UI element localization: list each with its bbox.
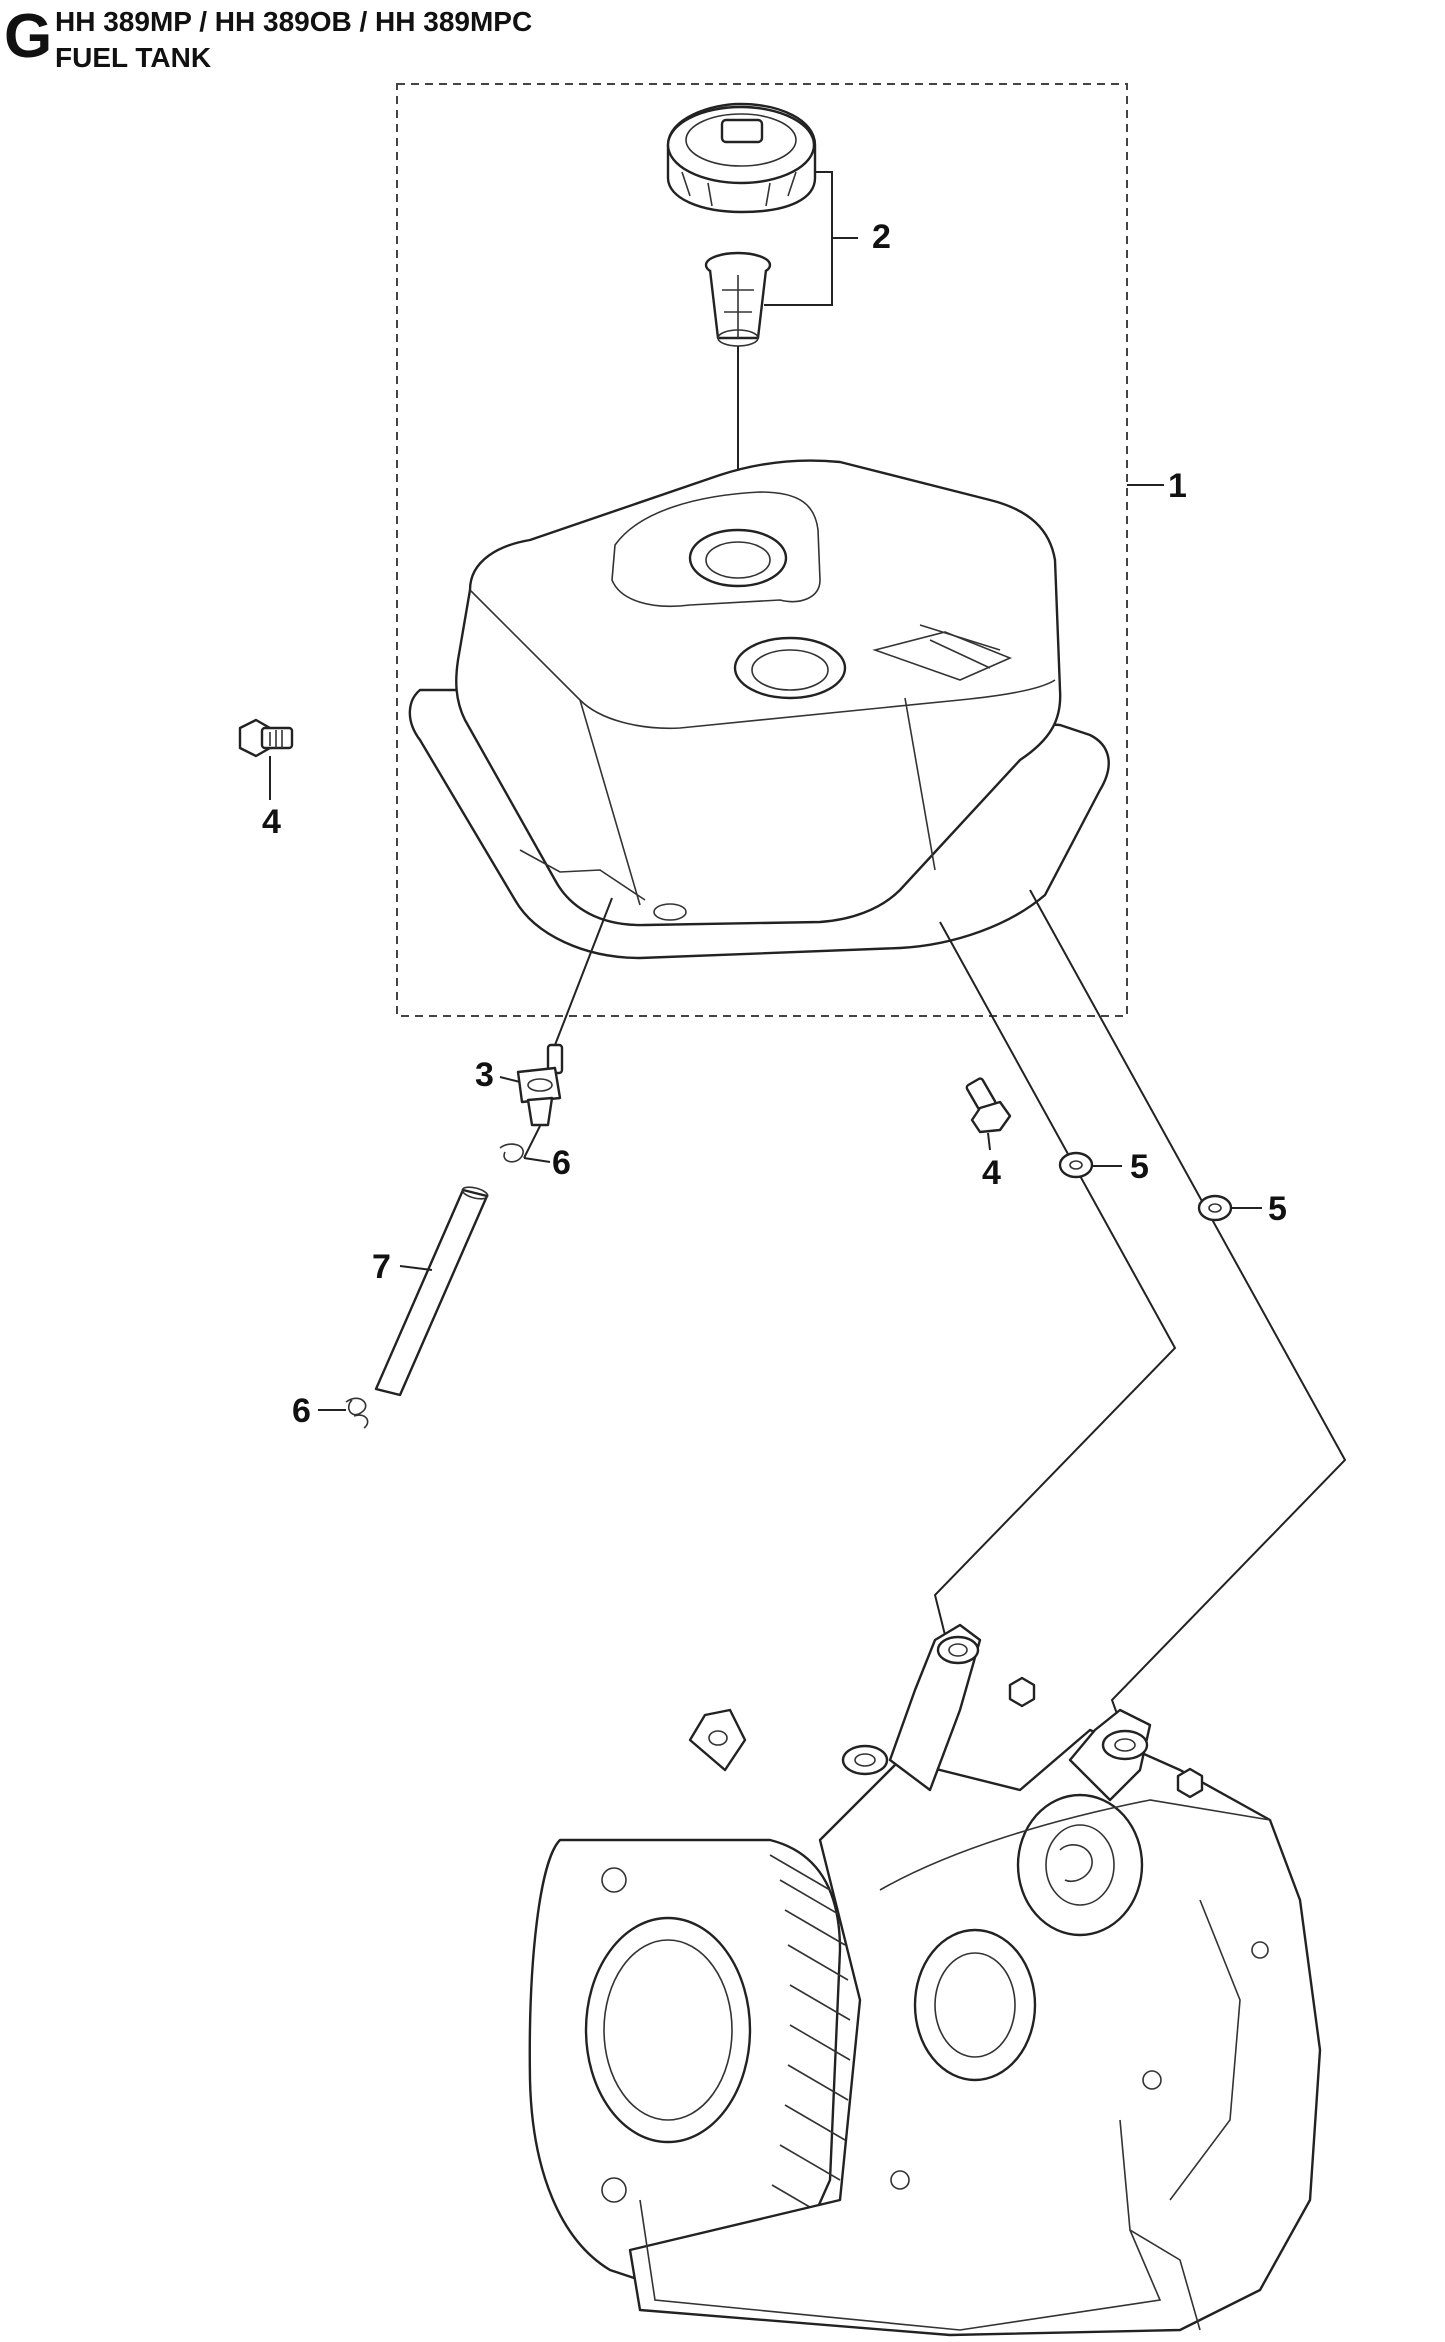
fuel-strainer[interactable] — [704, 251, 772, 347]
mount-leader-line-left — [933, 921, 1177, 1656]
leader-4b — [987, 1132, 991, 1151]
washer-right[interactable] — [1197, 1194, 1233, 1222]
callout-6-upper: 6 — [552, 1144, 571, 1182]
callout-4-upper: 4 — [262, 803, 281, 841]
leader-6a — [523, 1157, 551, 1163]
callout-1: 1 — [1168, 467, 1187, 505]
callout-6-lower: 6 — [292, 1392, 311, 1430]
callout-5-left: 5 — [1130, 1148, 1149, 1186]
engine-crankcase — [528, 1623, 1322, 2337]
fuel-hose[interactable] — [374, 1185, 489, 1397]
valve-leader-line — [554, 897, 613, 1046]
fuel-valve[interactable] — [516, 1043, 564, 1127]
bolt-upper-left[interactable] — [238, 718, 294, 758]
callout-2: 2 — [872, 218, 891, 256]
hose-clip-upper[interactable] — [499, 1143, 524, 1163]
fuel-cap[interactable] — [666, 102, 817, 214]
callout-5-right: 5 — [1268, 1190, 1287, 1228]
model-list: HH 389MP / HH 389OB / HH 389MPC — [55, 6, 533, 37]
washer-left[interactable] — [1058, 1151, 1094, 1179]
section-letter: G — [4, 2, 53, 71]
callout-7: 7 — [372, 1248, 391, 1286]
leader-valve-hose — [523, 1125, 541, 1159]
assembly-boundary — [396, 83, 1128, 1017]
section-title: FUEL TANK — [55, 42, 212, 73]
callout-4-center: 4 — [982, 1154, 1001, 1192]
leader-7 — [399, 1265, 433, 1271]
callout-3: 3 — [475, 1056, 494, 1094]
bolt-center[interactable] — [965, 1077, 1012, 1134]
leader-3 — [499, 1076, 521, 1083]
hose-clip-lower[interactable] — [345, 1397, 369, 1429]
mount-leader-line-right — [1029, 889, 1347, 1751]
fuel-tank[interactable] — [408, 459, 1110, 960]
